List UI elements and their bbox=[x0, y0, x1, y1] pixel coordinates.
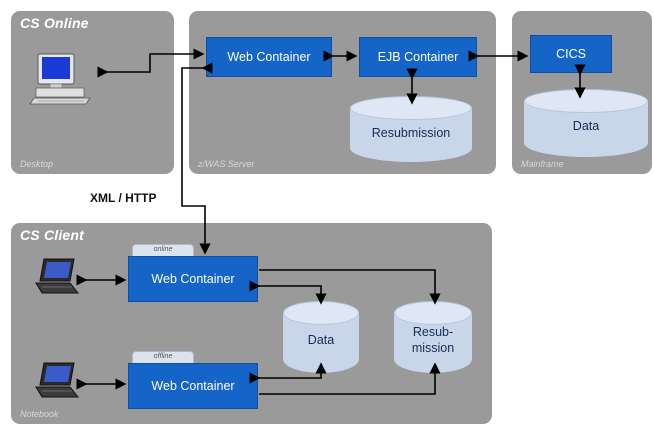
offline-tab: offline bbox=[132, 351, 194, 363]
mainframe-data-database: Data bbox=[524, 89, 648, 157]
resubmission-client-label-line2: mission bbox=[411, 341, 455, 355]
mainframe-data-label: Data bbox=[572, 119, 600, 133]
mainframe-label: Mainframe bbox=[521, 159, 564, 169]
web-container-client-offline: Web Container bbox=[128, 363, 258, 409]
cs-online-title: CS Online bbox=[20, 15, 89, 31]
notebook-label: Notebook bbox=[20, 409, 59, 419]
online-tab: online bbox=[132, 244, 194, 256]
web-container-online: Web Container bbox=[206, 37, 332, 77]
web-container-client-online: Web Container bbox=[128, 256, 258, 302]
desktop-label: Desktop bbox=[20, 159, 54, 169]
laptop-icon bbox=[34, 257, 80, 297]
server-label: z/WAS Server bbox=[198, 159, 255, 169]
cics: CICS bbox=[530, 35, 612, 73]
cs-client-title: CS Client bbox=[20, 227, 85, 243]
desktop-computer-icon bbox=[28, 52, 104, 112]
ejb-container: EJB Container bbox=[359, 37, 477, 77]
resubmission-server-label: Resubmission bbox=[371, 126, 451, 140]
resubmission-client-database: Resub- mission bbox=[394, 301, 472, 373]
xml-http-label: XML / HTTP bbox=[90, 191, 157, 205]
laptop-icon bbox=[34, 361, 80, 401]
resubmission-client-label-line1: Resub- bbox=[412, 325, 454, 339]
client-data-label: Data bbox=[307, 333, 335, 347]
